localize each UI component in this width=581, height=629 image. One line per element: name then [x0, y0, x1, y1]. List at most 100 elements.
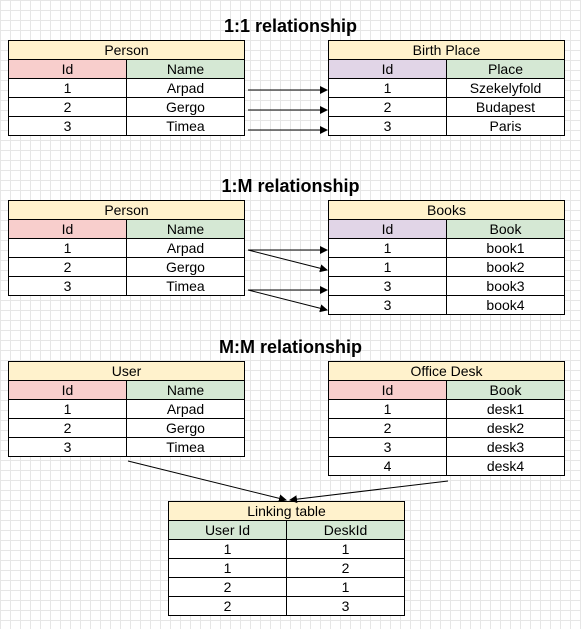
table-row: 2 Gergo — [8, 97, 245, 117]
table-person-one-to-one: Person Id Name 1 Arpad 2 Gergo 3 Timea — [8, 40, 245, 136]
table-row: 3 Timea — [8, 276, 245, 296]
arrow-user-to-linking — [127, 460, 287, 503]
table-title: User — [8, 361, 245, 381]
table-title: Person — [8, 200, 245, 220]
cell: 2 — [328, 97, 447, 117]
cell: 1 — [286, 577, 405, 597]
table-row: 2 desk2 — [328, 418, 565, 438]
cell: 1 — [328, 238, 447, 258]
table-person-one-to-many: Person Id Name 1 Arpad 2 Gergo 3 Timea — [8, 200, 245, 296]
table-title: Linking table — [168, 501, 405, 521]
table-row: 1 Arpad — [8, 399, 245, 419]
section-title-one-to-one: 1:1 relationship — [223, 16, 358, 36]
table-row: 2 Gergo — [8, 257, 245, 277]
cell: 1 — [8, 399, 127, 419]
cell: 3 — [328, 276, 447, 296]
cell: desk2 — [446, 418, 565, 438]
cell: Szekelyfold — [446, 78, 565, 98]
table-linking: Linking table User Id DeskId 1 1 1 2 2 1… — [168, 501, 405, 616]
arrow-desk-to-linking — [289, 480, 449, 504]
arrow-arpad-to-book2 — [247, 249, 328, 273]
table-row: 1 Arpad — [8, 78, 245, 98]
cell: 2 — [8, 257, 127, 277]
section-title-one-to-many: 1:M relationship — [221, 176, 360, 196]
table-row: 2 3 — [168, 596, 405, 616]
column-header-id: Id — [8, 219, 127, 239]
cell: 1 — [8, 78, 127, 98]
cell: Gergo — [126, 257, 245, 277]
cell: 3 — [8, 276, 127, 296]
cell: 2 — [168, 577, 287, 597]
table-row: 1 book1 — [328, 238, 565, 258]
column-header-book: Book — [446, 219, 565, 239]
cell: book2 — [446, 257, 565, 277]
table-row: 2 Budapest — [328, 97, 565, 117]
column-header-id: Id — [8, 380, 127, 400]
table-row: 3 desk3 — [328, 437, 565, 457]
column-header-id: Id — [328, 59, 447, 79]
column-header-book: Book — [446, 380, 565, 400]
column-header-id: Id — [8, 59, 127, 79]
table-row: 1 desk1 — [328, 399, 565, 419]
column-header-user-id: User Id — [168, 520, 287, 540]
cell: 1 — [286, 539, 405, 559]
cell: desk4 — [446, 456, 565, 476]
table-title: Books — [328, 200, 565, 220]
table-user: User Id Name 1 Arpad 2 Gergo 3 Timea — [8, 361, 245, 457]
table-row: 3 Paris — [328, 116, 565, 136]
table-books: Books Id Book 1 book1 1 book2 3 book3 3 … — [328, 200, 565, 315]
cell: Paris — [446, 116, 565, 136]
table-title: Office Desk — [328, 361, 565, 381]
table-birth-place: Birth Place Id Place 1 Szekelyfold 2 Bud… — [328, 40, 565, 136]
table-row: 4 desk4 — [328, 456, 565, 476]
table-row: 2 1 — [168, 577, 405, 597]
cell: Gergo — [126, 97, 245, 117]
table-office-desk: Office Desk Id Book 1 desk1 2 desk2 3 de… — [328, 361, 565, 476]
cell: 1 — [168, 558, 287, 578]
cell: 2 — [8, 97, 127, 117]
table-row: 1 2 — [168, 558, 405, 578]
cell: 1 — [168, 539, 287, 559]
cell: 3 — [8, 437, 127, 457]
column-header-name: Name — [126, 219, 245, 239]
table-row: 1 book2 — [328, 257, 565, 277]
section-title-many-to-many: M:M relationship — [219, 337, 362, 357]
column-header-place: Place — [446, 59, 565, 79]
cell: Gergo — [126, 418, 245, 438]
cell: 2 — [168, 596, 287, 616]
cell: 2 — [286, 558, 405, 578]
cell: Timea — [126, 276, 245, 296]
table-row: 1 1 — [168, 539, 405, 559]
cell: 1 — [328, 78, 447, 98]
table-row: 3 Timea — [8, 116, 245, 136]
cell: 3 — [286, 596, 405, 616]
cell: Timea — [126, 437, 245, 457]
cell: 1 — [328, 257, 447, 277]
table-row: 1 Szekelyfold — [328, 78, 565, 98]
cell: 1 — [8, 238, 127, 258]
cell: 3 — [328, 295, 447, 315]
column-header-name: Name — [126, 59, 245, 79]
cell: 2 — [328, 418, 447, 438]
cell: book4 — [446, 295, 565, 315]
cell: desk3 — [446, 437, 565, 457]
table-row: 3 book4 — [328, 295, 565, 315]
cell: 2 — [8, 418, 127, 438]
column-header-id: Id — [328, 219, 447, 239]
table-row: 1 Arpad — [8, 238, 245, 258]
cell: Budapest — [446, 97, 565, 117]
table-row: 3 Timea — [8, 437, 245, 457]
arrow-timea-to-book4 — [247, 289, 328, 313]
cell: desk1 — [446, 399, 565, 419]
cell: Arpad — [126, 238, 245, 258]
cell: 3 — [328, 116, 447, 136]
cell: Arpad — [126, 78, 245, 98]
column-header-name: Name — [126, 380, 245, 400]
table-row: 3 book3 — [328, 276, 565, 296]
cell: Arpad — [126, 399, 245, 419]
cell: book3 — [446, 276, 565, 296]
table-row: 2 Gergo — [8, 418, 245, 438]
table-title: Birth Place — [328, 40, 565, 60]
cell: 3 — [8, 116, 127, 136]
column-header-desk-id: DeskId — [286, 520, 405, 540]
